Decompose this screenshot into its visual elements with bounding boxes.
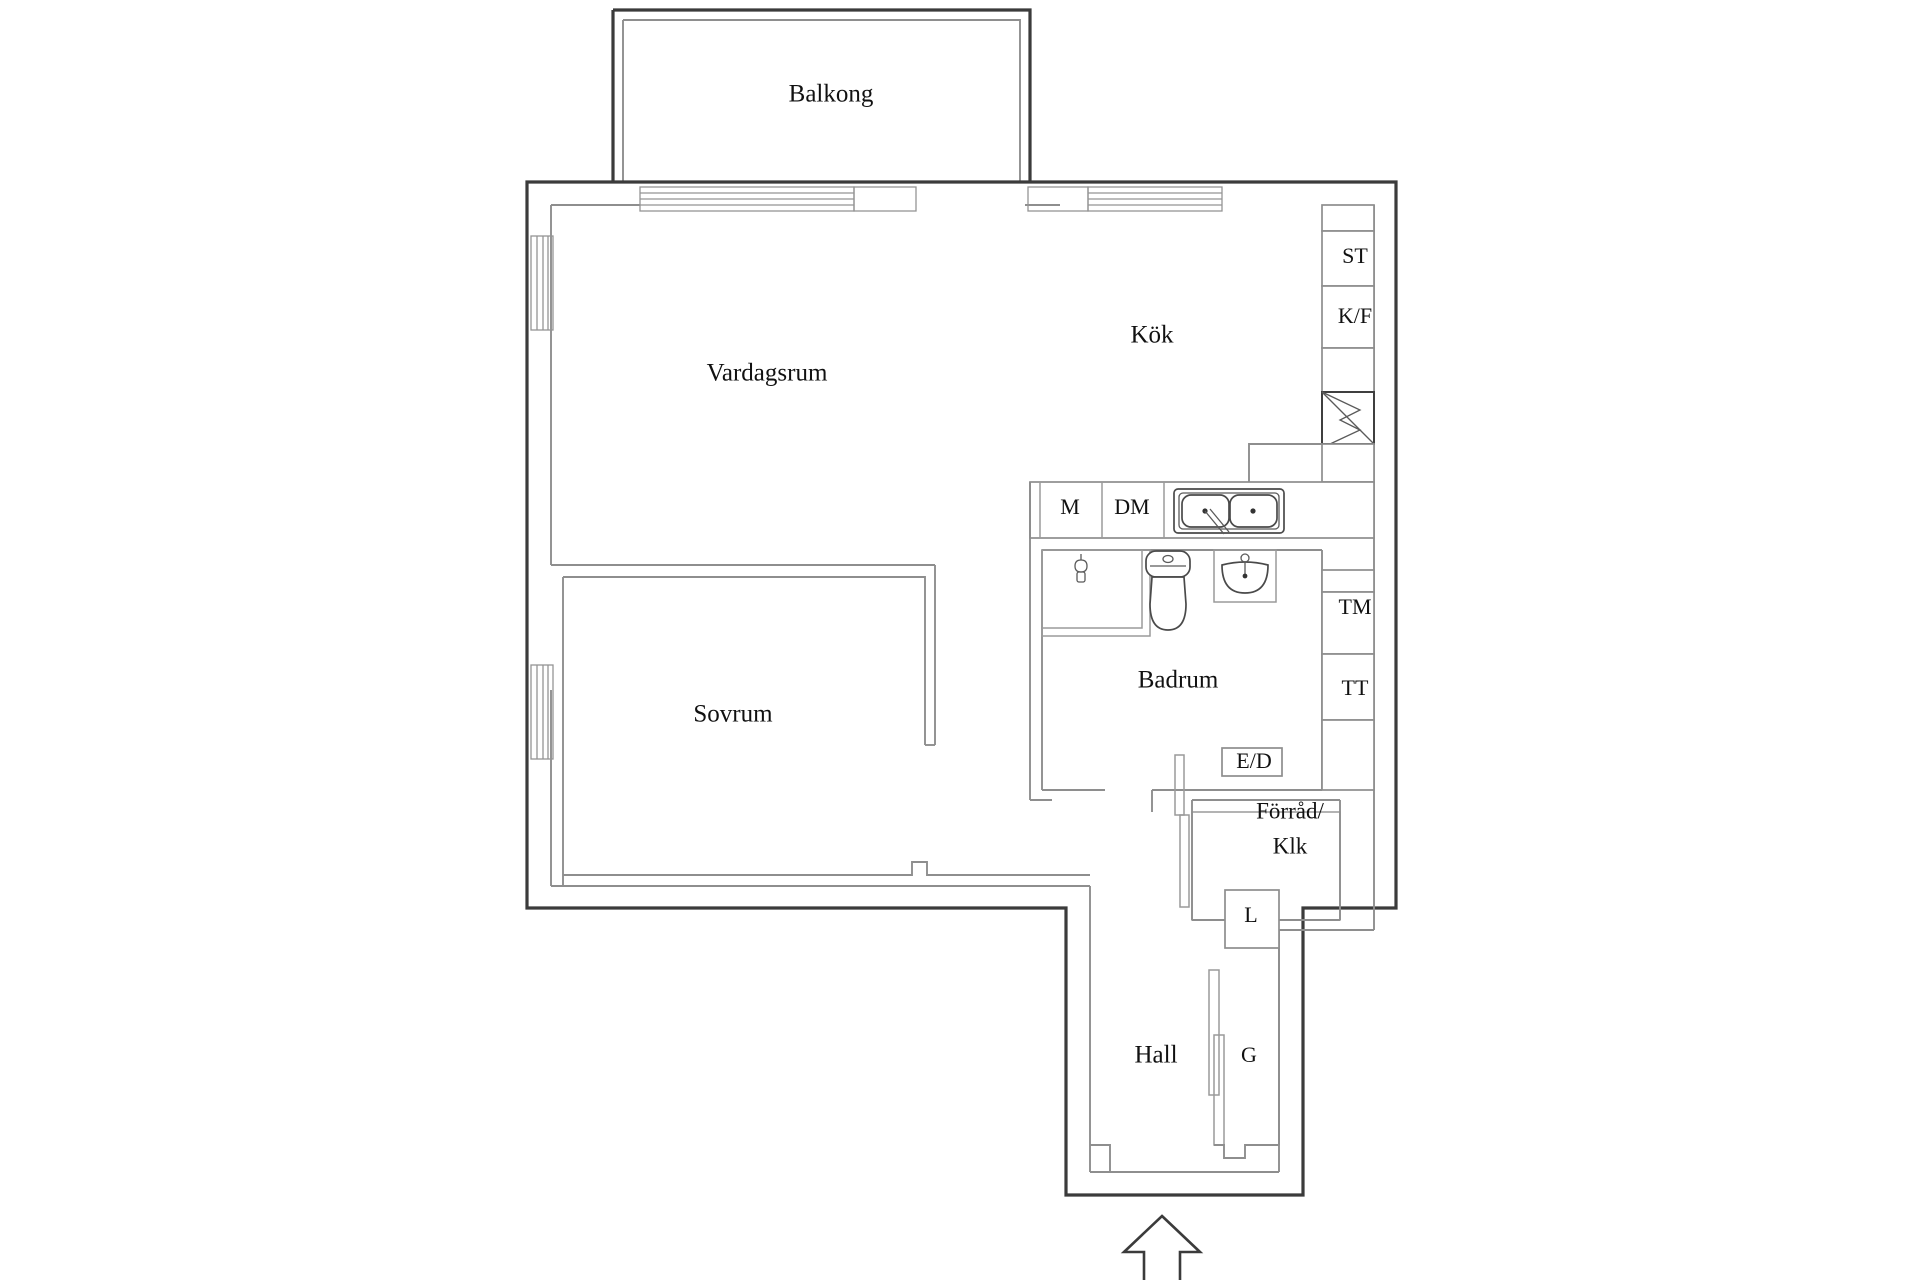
label-forrad-line2: Klk <box>1273 833 1308 858</box>
label-g: G <box>1241 1042 1257 1067</box>
balcony-outline <box>611 8 1032 182</box>
wash-basin <box>1213 549 1277 603</box>
balcony-door-left <box>639 186 917 212</box>
cabinet-l-box <box>1224 889 1280 949</box>
label-st: ST <box>1342 243 1368 268</box>
kitchen-cabinet-column <box>1321 204 1375 483</box>
laundry-cabinet-column <box>1321 569 1375 791</box>
cabinet-tm <box>1321 591 1375 655</box>
cabinet-l <box>1224 889 1280 949</box>
label-l: L <box>1244 902 1257 927</box>
cabinet-ed <box>1221 747 1283 777</box>
label-kok: Kök <box>1130 322 1174 349</box>
label-sovrum: Sovrum <box>693 701 773 728</box>
label-ed: E/D <box>1236 748 1271 773</box>
storage-room <box>1174 747 1341 921</box>
label-dm: DM <box>1114 494 1149 519</box>
label-tt: TT <box>1342 675 1369 700</box>
apartment-inner-wall-face <box>550 204 1375 1173</box>
kitchen-double-sink <box>1173 488 1285 535</box>
cabinet-kf <box>1321 285 1375 349</box>
cabinet-st <box>1321 230 1375 287</box>
apartment-outer-walls <box>525 180 1398 1197</box>
living-room-window <box>530 235 554 331</box>
label-hall: Hall <box>1134 1042 1177 1069</box>
label-vardagsrum: Vardagsrum <box>707 360 828 387</box>
label-badrum: Badrum <box>1138 667 1219 694</box>
label-balkong: Balkong <box>789 81 874 108</box>
hall-walls <box>1090 948 1280 1172</box>
balcony-door-right <box>1027 186 1223 212</box>
bedroom-bottom-wall <box>563 861 1090 876</box>
label-kf: K/F <box>1338 303 1372 328</box>
bedroom-window <box>530 664 554 760</box>
entrance-arrow <box>1120 1214 1204 1280</box>
shower-cabin <box>1041 549 1151 637</box>
living-room-walls <box>551 564 936 886</box>
label-m: M <box>1060 494 1080 519</box>
label-forrad-line1: Förråd/ <box>1256 798 1324 823</box>
label-tm: TM <box>1339 594 1372 619</box>
toilet <box>1145 550 1191 631</box>
